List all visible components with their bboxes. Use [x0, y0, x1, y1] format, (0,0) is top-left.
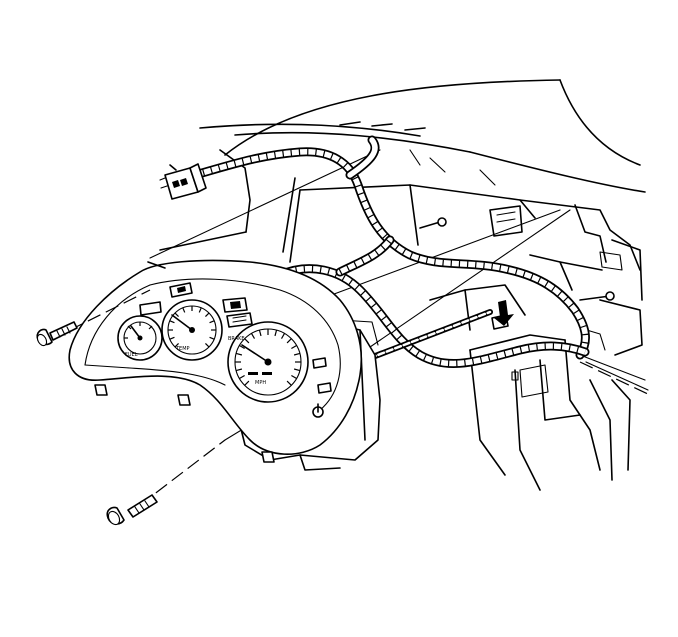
- tachometer-tick: [209, 320, 215, 324]
- tachometer-tick: [205, 312, 210, 317]
- brake-indicator-label: BRAKE: [228, 336, 245, 342]
- speedometer-tick: [235, 352, 243, 356]
- cluster-screws: [36, 289, 226, 526]
- speedometer-tick: [244, 338, 250, 344]
- speedometer-tick: [258, 329, 262, 337]
- speedometer-tick: [293, 368, 301, 372]
- tachometer-tick: [174, 343, 179, 348]
- trip-reset-knob: [312, 403, 324, 418]
- speedometer-tick: [274, 329, 278, 337]
- speedometer-tick: [291, 344, 297, 350]
- fuel-gauge: FUEL: [117, 315, 163, 361]
- speedometer-tick: [239, 344, 245, 350]
- tachometer-tick: [182, 307, 186, 313]
- speedometer-tick: [235, 368, 243, 372]
- speedometer-tick: [244, 380, 250, 386]
- speedometer-tick: [286, 338, 292, 344]
- instrument-cluster: FUEL TEMP MPH: [68, 259, 381, 471]
- tachometer: TEMP: [161, 299, 223, 361]
- telltale-lights: BRAKE: [139, 282, 332, 394]
- speedometer-tick: [286, 380, 292, 386]
- tachometer-tick: [205, 343, 210, 348]
- fuel-gauge-label: FUEL: [125, 352, 138, 358]
- speedometer-label: MPH: [255, 380, 266, 386]
- tachometer-label: TEMP: [175, 346, 190, 352]
- speedometer-tick: [291, 374, 297, 380]
- speedometer-tick: [250, 333, 256, 339]
- wire-harness: [190, 135, 590, 369]
- speedometer-tick: [239, 374, 245, 380]
- tachometer-tick: [169, 320, 175, 324]
- tachometer-tick: [209, 336, 215, 340]
- speedometer-tick: [280, 333, 286, 339]
- tachometer-tick: [169, 336, 175, 340]
- harness-connector: [159, 163, 207, 200]
- speedometer-cable: [367, 309, 493, 361]
- tachometer-tick: [198, 307, 202, 313]
- dash-panel-structure: [159, 79, 651, 491]
- speedometer-tick: [293, 352, 301, 356]
- speedometer: MPH: [227, 321, 309, 403]
- lower-screw-icon: [106, 439, 226, 526]
- tachometer-tick: [174, 312, 179, 317]
- upper-screw-icon: [36, 289, 151, 347]
